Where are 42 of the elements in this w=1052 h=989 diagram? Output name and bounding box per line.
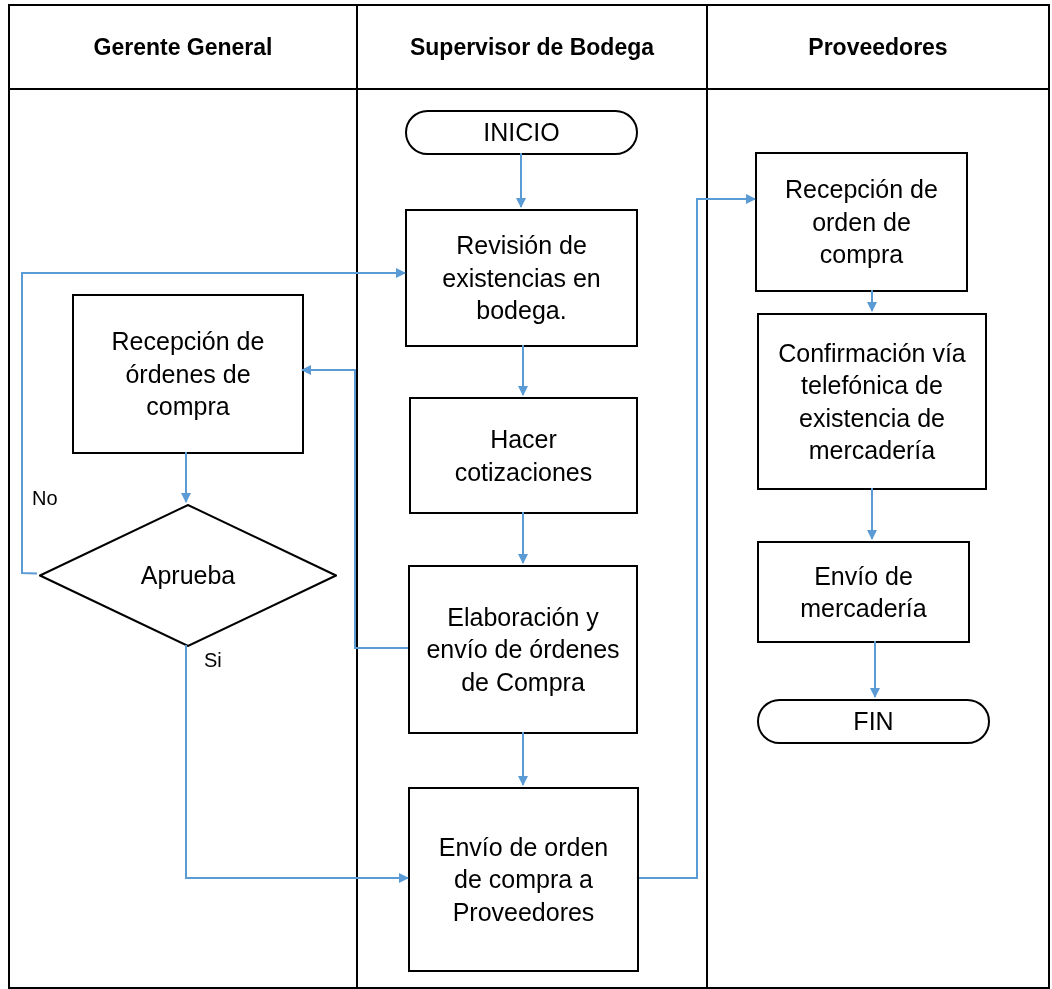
connector-arrow bbox=[518, 731, 528, 786]
step-text: Recepción de orden de compra bbox=[784, 174, 939, 271]
process-box bbox=[72, 294, 304, 454]
process-box bbox=[757, 313, 987, 490]
connector-arrow bbox=[867, 289, 877, 312]
step-text: Recepción de órdenes de compra bbox=[110, 326, 266, 423]
terminal-shape bbox=[405, 110, 638, 155]
terminal-shape bbox=[757, 699, 990, 744]
swimlane bbox=[8, 4, 358, 989]
connector-arrow bbox=[518, 344, 528, 396]
lane-header: Gerente General bbox=[93, 32, 273, 62]
connector-arrow bbox=[21, 268, 406, 575]
process-box bbox=[408, 787, 639, 972]
decision-diamond bbox=[39, 504, 337, 647]
step-text: Confirmación vía telefónica de existencia de mercadería bbox=[777, 337, 967, 466]
process-box bbox=[755, 152, 968, 292]
lane-header: Proveedores bbox=[808, 32, 948, 62]
connector-arrow bbox=[870, 640, 880, 698]
step-text: Envío de mercadería bbox=[799, 560, 928, 624]
step-text: Aprueba bbox=[140, 560, 236, 592]
edge-label: No bbox=[30, 488, 60, 508]
connector-arrow bbox=[516, 152, 526, 208]
step-text: FIN bbox=[853, 706, 894, 738]
connector-arrow bbox=[181, 451, 191, 503]
step-text: Elaboración y envío de órdenes de Compra bbox=[425, 601, 621, 698]
connector-arrow bbox=[638, 194, 756, 879]
step-text: Hacer cotizaciones bbox=[453, 424, 594, 488]
connector-arrow bbox=[301, 365, 409, 649]
process-box bbox=[405, 209, 638, 347]
step-text: INICIO bbox=[483, 117, 560, 149]
process-box bbox=[757, 541, 970, 643]
edge-label: Si bbox=[202, 650, 224, 670]
step-text: Revisión de existencias en bodega. bbox=[441, 230, 602, 327]
process-box bbox=[409, 397, 638, 514]
swimlane bbox=[708, 4, 1050, 989]
connector-arrow bbox=[867, 487, 877, 540]
connector-arrow bbox=[518, 511, 528, 564]
connector-arrow bbox=[185, 644, 409, 883]
process-box bbox=[408, 565, 638, 734]
lane-header: Supervisor de Bodega bbox=[409, 32, 655, 62]
step-text: Envío de orden de compra a Proveedores bbox=[437, 831, 610, 928]
swimlane bbox=[358, 4, 708, 989]
